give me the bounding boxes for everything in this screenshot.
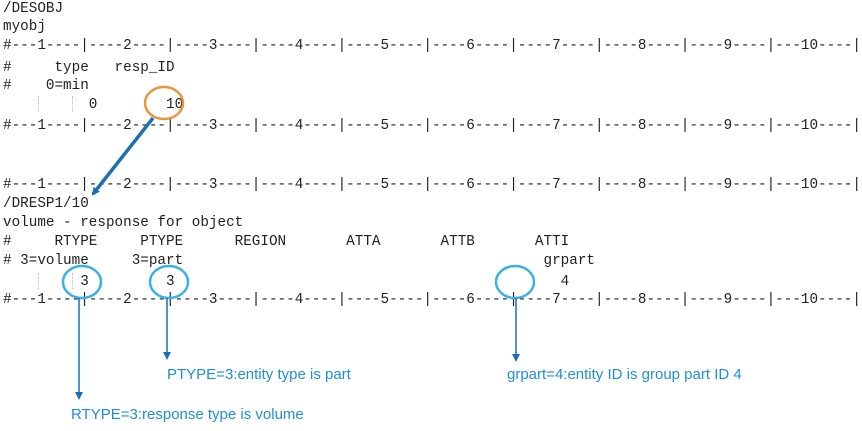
- highlight-circle-ptype: [148, 264, 190, 300]
- cell-guide: [72, 96, 73, 112]
- ruler-line: #---1----|----2----|----3----|----4----|…: [3, 177, 861, 193]
- dresp1-values: 3 3 4: [3, 274, 570, 290]
- desobj-values: 0 10: [3, 97, 184, 113]
- cell-guide: [38, 96, 39, 112]
- ruler-line: #---1----|----2----|----3----|----4----|…: [3, 38, 861, 54]
- ruler-line: #---1----|----2----|----3----|----4----|…: [3, 292, 861, 308]
- annotation-grpart: grpart=4:entity ID is group part ID 4: [507, 366, 742, 383]
- dresp1-header: # RTYPE PTYPE REGION ATTA ATTB ATTI: [3, 234, 570, 250]
- cell-guide: [72, 273, 73, 289]
- ruler-line: #---1----|----2----|----3----|----4----|…: [3, 118, 861, 134]
- highlight-circle-resp-id: [143, 85, 185, 121]
- dresp1-title: volume - response for object: [3, 215, 244, 231]
- annotation-ptype: PTYPE=3:entity type is part: [167, 366, 351, 383]
- desobj-title: myobj: [3, 19, 46, 35]
- highlight-circle-rtype: [61, 264, 103, 300]
- dresp1-keyword: /DRESP1/10: [3, 196, 89, 212]
- desobj-comment: # 0=min: [3, 78, 89, 94]
- desobj-keyword: /DESOBJ: [3, 1, 64, 17]
- cell-guide: [38, 273, 39, 289]
- arrow-resp-id-to-dresp1: [91, 116, 155, 196]
- annotation-rtype: RTYPE=3:response type is volume: [71, 406, 304, 423]
- highlight-circle-atti: [494, 264, 536, 300]
- desobj-header: # type resp_ID: [3, 60, 175, 76]
